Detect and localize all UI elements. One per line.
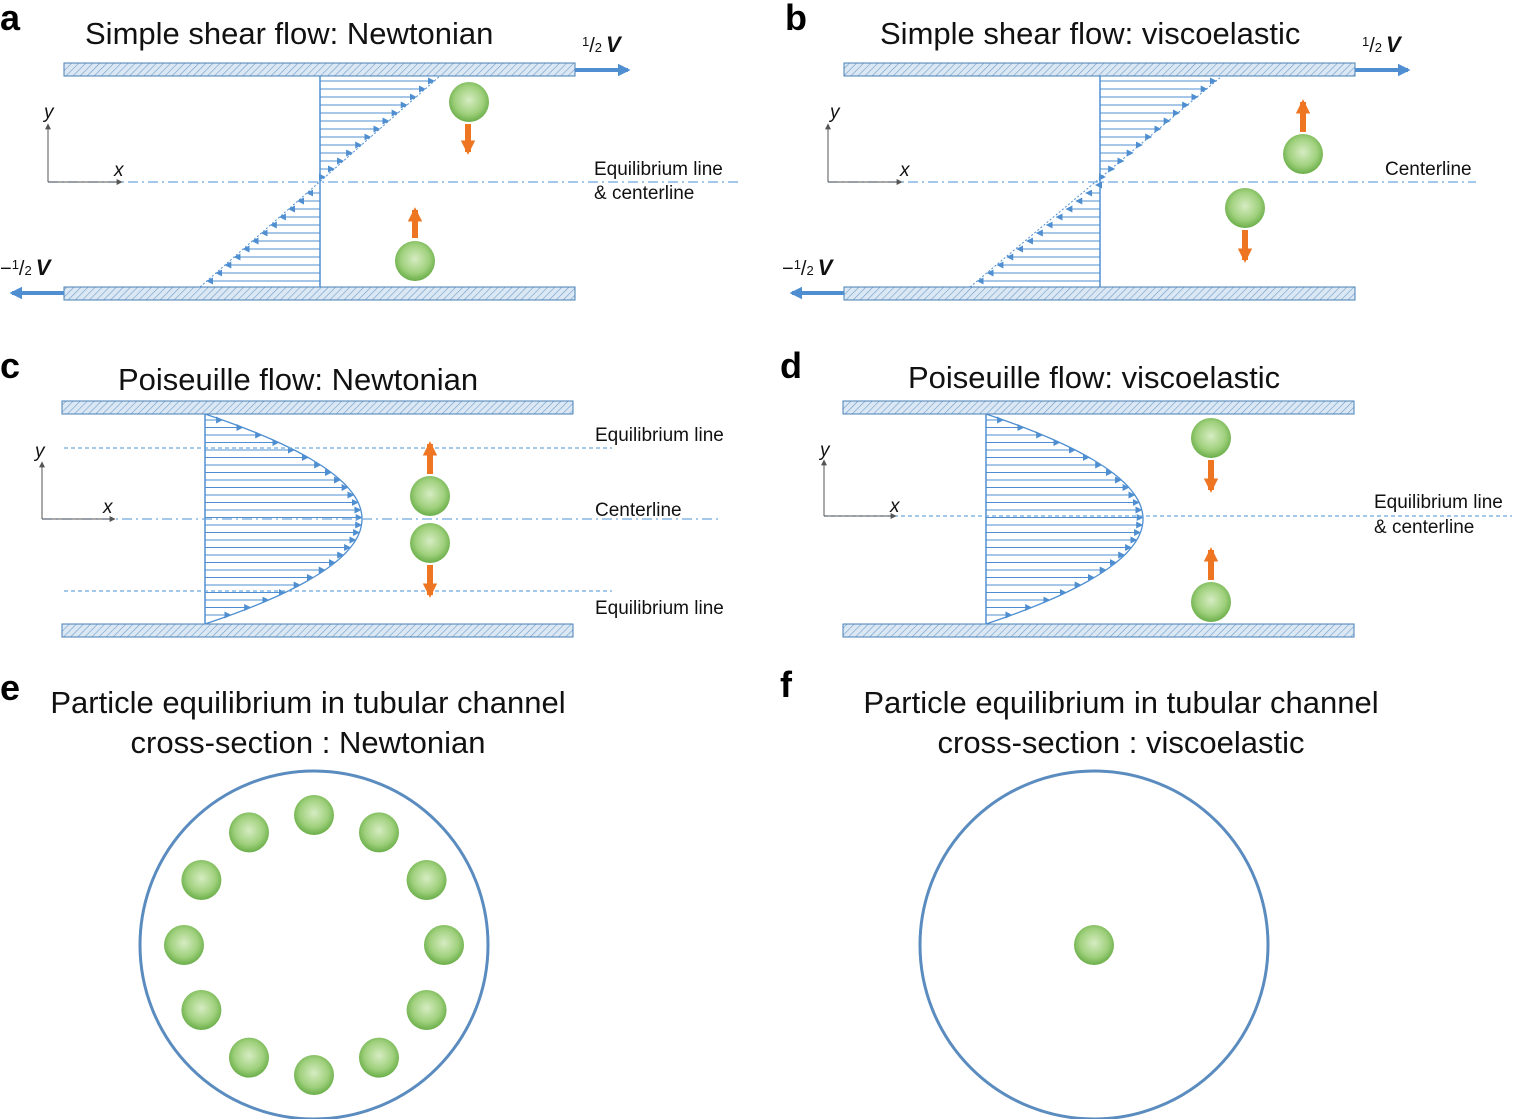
shear-velocity-arrows: [976, 77, 1217, 285]
top-wall: [842, 400, 1355, 415]
panel-c-title: Poiseuille flow: Newtonian: [118, 362, 478, 397]
panel-e-title-line-1: Particle equilibrium in tubular channel: [50, 685, 565, 720]
particle: [359, 1037, 399, 1078]
x-axis-label: x: [113, 160, 125, 181]
top-wall: [61, 400, 574, 415]
particle-ring: [164, 795, 464, 1095]
panel-letter-d: d: [780, 345, 802, 386]
particle: [406, 990, 447, 1030]
panel-letter-a: a: [0, 0, 21, 38]
particle: [1074, 925, 1114, 965]
particle: [1283, 134, 1323, 174]
particle: [181, 860, 222, 900]
particle: [229, 812, 269, 853]
bottom-line-label: Equilibrium line: [595, 598, 724, 619]
panel-e-title-line-2: cross-section : Newtonian: [131, 725, 486, 760]
particle: [1191, 582, 1231, 622]
particle: [424, 925, 464, 965]
bottom-wall: [842, 623, 1355, 638]
panel-d: d Poiseuille flow: viscoelastic y x Equi…: [780, 345, 1512, 638]
bottom-wall: [61, 623, 574, 638]
panel-e: e Particle equilibrium in tubular channe…: [0, 667, 566, 1119]
panel-f-title-line-2: cross-section : viscoelastic: [938, 725, 1305, 760]
y-axis-label: y: [42, 102, 55, 123]
x-axis-label: x: [899, 160, 911, 181]
panel-c: c Poiseuille flow: Newtonian y x Equilib…: [0, 345, 724, 638]
particle: [1225, 188, 1265, 228]
particle: [410, 523, 450, 563]
particle: [410, 476, 450, 516]
parabolic-velocity-arrows: [205, 416, 363, 619]
particle: [1191, 418, 1231, 458]
center-line-label: Centerline: [595, 500, 682, 521]
particle: [164, 925, 204, 965]
y-axis-label: y: [818, 440, 831, 461]
shear-velocity-arrows: [206, 77, 436, 285]
panel-letter-f: f: [780, 664, 793, 705]
x-axis-label: x: [102, 497, 114, 518]
line-label-2: & centerline: [1374, 517, 1474, 538]
tube-cross-section: [138, 769, 490, 1119]
tube-cross-section: [918, 769, 1270, 1119]
top-plate: [63, 62, 576, 77]
y-axis-label: y: [33, 441, 46, 462]
panel-b-title: Simple shear flow: viscoelastic: [880, 16, 1300, 51]
y-axis-label: y: [828, 102, 841, 123]
particle: [294, 1055, 334, 1095]
particle: [229, 1037, 269, 1078]
top-plate: [843, 62, 1356, 77]
panel-d-title: Poiseuille flow: viscoelastic: [908, 360, 1280, 395]
line-label-2: & centerline: [594, 183, 694, 204]
particle: [406, 860, 447, 900]
panel-f: f Particle equilibrium in tubular channe…: [780, 664, 1379, 1119]
parabolic-velocity-arrows: [986, 416, 1144, 619]
panel-a-title: Simple shear flow: Newtonian: [85, 16, 493, 51]
bottom-plate: [843, 286, 1356, 301]
particle: [294, 795, 334, 835]
centerline-label: Centerline: [1385, 159, 1472, 180]
top-line-label: Equilibrium line: [595, 425, 724, 446]
panel-f-title-line-1: Particle equilibrium in tubular channel: [863, 685, 1378, 720]
panel-letter-e: e: [0, 667, 20, 708]
panel-letter-c: c: [0, 345, 20, 386]
panel-letter-b: b: [785, 0, 807, 38]
line-label-1: Equilibrium line: [1374, 492, 1503, 513]
x-axis-label: x: [889, 496, 901, 517]
shear-profile-line: [199, 75, 441, 288]
particle: [359, 812, 399, 853]
particle: [181, 990, 222, 1030]
bottom-plate: [63, 286, 576, 301]
line-label-1: Equilibrium line: [594, 159, 723, 180]
particle: [395, 241, 435, 281]
particle: [449, 82, 489, 122]
